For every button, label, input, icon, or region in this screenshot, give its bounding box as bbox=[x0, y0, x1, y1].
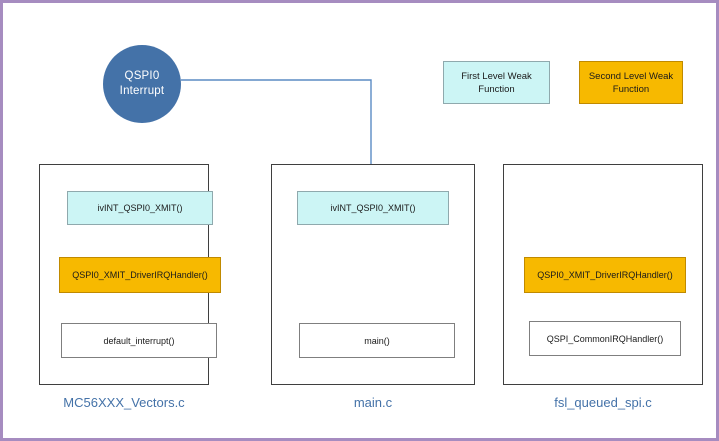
function-box-ivint-qspi0-xmit-vectors[interactable]: ivINT_QSPI0_XMIT() bbox=[67, 191, 213, 225]
function-box-qspi-commonirqhandler[interactable]: QSPI_CommonIRQHandler() bbox=[529, 321, 681, 356]
interrupt-source-label-line2: Interrupt bbox=[119, 85, 165, 97]
legend-first-line2: Function bbox=[478, 83, 515, 95]
legend-second-line1: Second Level Weak bbox=[588, 70, 674, 82]
function-box-qspi0-xmit-driverirqhandler-fsl[interactable]: QSPI0_XMIT_DriverIRQHandler() bbox=[524, 257, 686, 293]
file-caption-main: main.c bbox=[353, 395, 393, 410]
legend-second-level-weak-function: Second Level Weak Function bbox=[579, 61, 683, 104]
function-box-qspi0-xmit-driverirqhandler-vectors[interactable]: QSPI0_XMIT_DriverIRQHandler() bbox=[59, 257, 221, 293]
interrupt-source-node[interactable]: QSPI0 Interrupt bbox=[103, 45, 181, 123]
legend-first-level-weak-function: First Level Weak Function bbox=[443, 61, 550, 104]
file-caption-vectors: MC56XXX_Vectors.c bbox=[63, 395, 185, 410]
file-caption-fsl-queued-spi: fsl_queued_spi.c bbox=[554, 395, 652, 410]
function-box-main[interactable]: main() bbox=[299, 323, 455, 358]
legend-second-line2: Function bbox=[612, 83, 650, 95]
interrupt-source-label-line1: QSPI0 bbox=[124, 70, 160, 82]
legend-first-line1: First Level Weak bbox=[461, 70, 532, 82]
function-box-default-interrupt[interactable]: default_interrupt() bbox=[61, 323, 217, 358]
function-box-ivint-qspi0-xmit-main[interactable]: ivINT_QSPI0_XMIT() bbox=[297, 191, 449, 225]
